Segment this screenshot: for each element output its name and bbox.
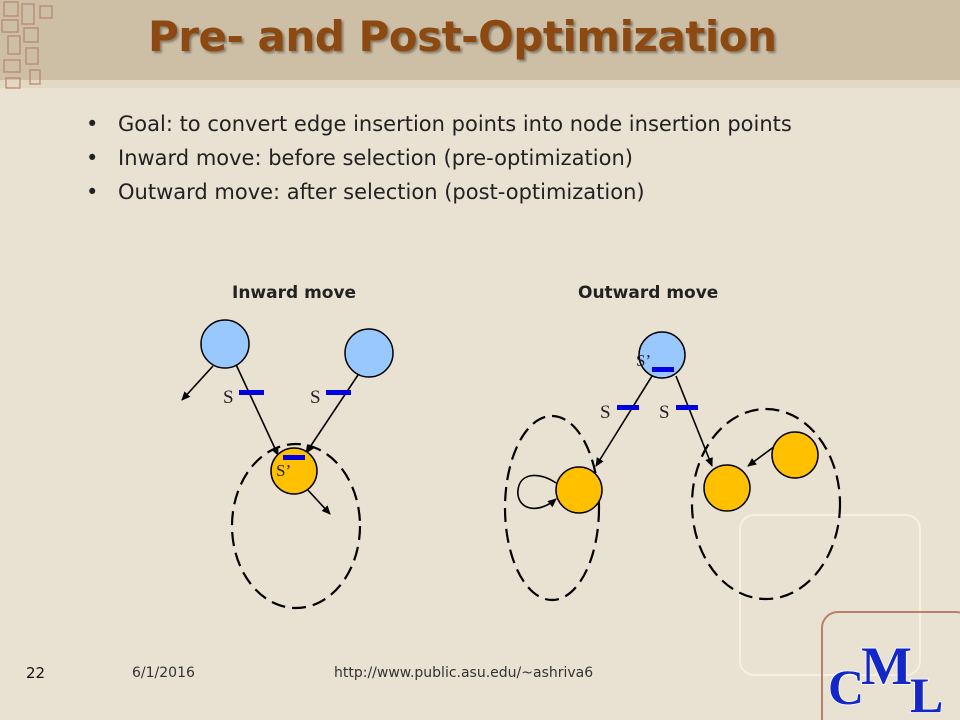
logo-letter-m: M: [861, 636, 912, 696]
page-title: Pre- and Post-Optimization: [148, 12, 777, 61]
s-prime-label: S’: [636, 351, 651, 370]
outward-edge-left: [595, 375, 653, 467]
bullet-dot: •: [86, 112, 99, 136]
s-label: S: [310, 387, 321, 408]
bullet-dot: •: [86, 180, 99, 204]
logo-frame: [739, 514, 921, 676]
outward-selection-region-left: [503, 414, 601, 602]
outward-selected-node-left: [555, 466, 603, 514]
insertion-bar: [326, 390, 351, 395]
s-label: S: [600, 402, 611, 423]
inward-edge-right: [305, 374, 359, 454]
insertion-bar: [652, 367, 674, 372]
bullet-item: • Outward move: after selection (post-opt…: [86, 180, 792, 204]
title-band: [0, 0, 960, 80]
inward-edge-out-bottom: [305, 487, 331, 515]
outward-selected-node-top: [771, 431, 819, 479]
insertion-bar: [239, 390, 264, 395]
inward-edge-left: [232, 357, 279, 456]
insertion-bar: [676, 405, 698, 410]
outward-source-node: [638, 331, 686, 379]
s-prime-label: S’: [276, 461, 291, 480]
outward-move-title: Outward move: [578, 283, 719, 303]
outward-self-loop: [517, 474, 557, 510]
bullet-list: • Goal: to convert edge insertion points …: [86, 112, 792, 214]
bullet-item: • Inward move: before selection (pre-opti…: [86, 146, 792, 170]
footer-url[interactable]: http://www.public.asu.edu/~ashriva6: [334, 665, 594, 681]
title-divider: [0, 80, 960, 88]
footer-date: 6/1/2016: [132, 665, 195, 681]
inward-selected-node: [270, 447, 318, 495]
bullet-text: Goal: to convert edge insertion points i…: [118, 112, 792, 136]
bullet-text: Outward move: after selection (post-opti…: [118, 180, 645, 204]
page-number: 22: [26, 664, 46, 682]
insertion-bar: [283, 455, 305, 460]
inward-edge-out-left: [181, 365, 214, 401]
s-label: S: [659, 402, 670, 423]
corner-decoration: [1, 1, 53, 89]
outward-selected-node-right: [703, 464, 751, 512]
inward-selection-region: [230, 442, 362, 610]
bullet-item: • Goal: to convert edge insertion points …: [86, 112, 792, 136]
outward-edge-right-node: [747, 445, 776, 467]
bullet-text: Inward move: before selection (pre-optim…: [118, 146, 633, 170]
bullet-dot: •: [86, 146, 99, 170]
outward-selection-region-right: [690, 407, 842, 601]
cml-logo: C M L: [827, 635, 944, 720]
logo-frame-outer: [821, 611, 960, 720]
s-label: S: [223, 387, 234, 408]
inward-input-node-right: [344, 328, 394, 378]
inward-input-node-left: [200, 319, 250, 369]
logo-letter-c: C: [828, 659, 864, 715]
insertion-bar: [617, 405, 639, 410]
inward-move-title: Inward move: [232, 283, 357, 303]
logo-letter-l: L: [910, 667, 943, 720]
outward-edge-right: [675, 375, 713, 467]
